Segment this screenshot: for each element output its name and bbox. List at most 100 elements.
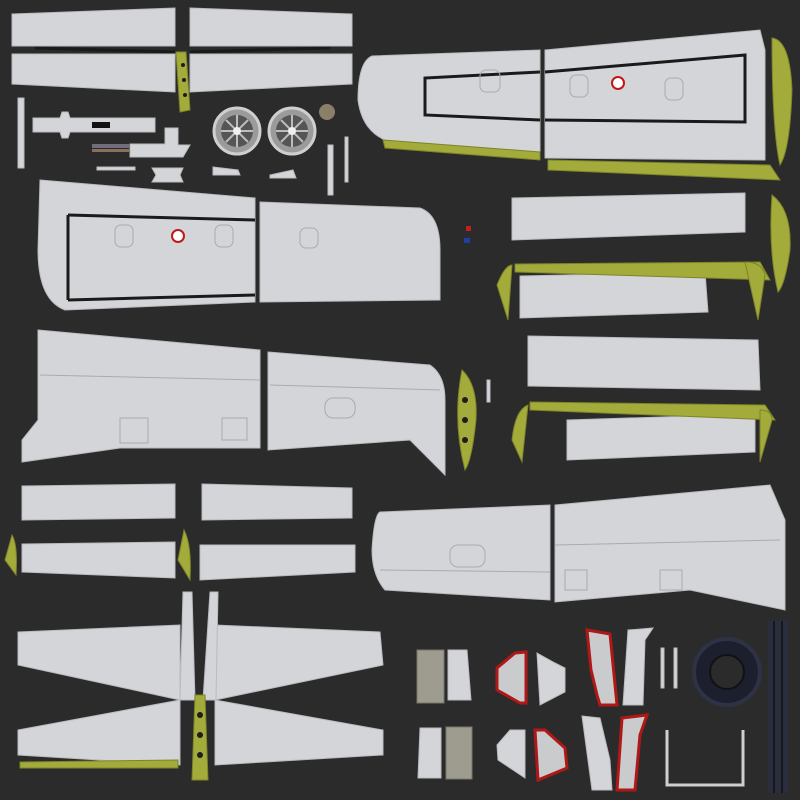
tire <box>692 637 762 707</box>
hole <box>183 93 187 97</box>
green-rib <box>177 528 191 582</box>
gear-strut-panel <box>615 713 650 792</box>
hatch <box>221 417 248 441</box>
cable <box>92 144 130 148</box>
hatch <box>569 74 589 98</box>
fuselage-panel <box>371 484 786 611</box>
hatch <box>449 544 486 568</box>
wheel-hubs <box>212 106 317 156</box>
panel <box>544 29 766 161</box>
wing-lower-panel-a <box>37 179 471 311</box>
hatch <box>214 224 234 248</box>
gear-part <box>319 104 335 120</box>
strip <box>17 97 25 169</box>
gear-bay-panel <box>495 650 528 705</box>
panel-line <box>67 293 256 302</box>
clip-part <box>151 167 184 183</box>
hole <box>197 752 203 758</box>
axle-bracket <box>665 730 745 787</box>
wing-upper-panel-a <box>357 29 793 181</box>
gear-strut-panel <box>585 628 619 707</box>
panel <box>202 591 219 701</box>
hole <box>197 712 203 718</box>
wedge-part <box>269 169 297 179</box>
flap-panels <box>496 192 791 464</box>
panel <box>37 179 256 311</box>
panel <box>214 699 384 766</box>
hatch <box>664 77 684 101</box>
gear-strut-panel <box>581 715 613 791</box>
panel <box>259 201 441 303</box>
hatch <box>324 397 356 419</box>
main-wing-planform <box>17 591 384 781</box>
tire-tread-strip <box>768 621 788 793</box>
panel <box>201 483 353 521</box>
green-rib <box>496 264 513 321</box>
panel-seam <box>39 374 261 381</box>
horizontal-stabilizer-panels <box>11 7 353 113</box>
wheel-hub <box>267 106 317 156</box>
fuel-cap-icon <box>611 76 625 90</box>
panel-line <box>423 70 541 122</box>
green-rib <box>759 409 773 463</box>
rod <box>673 647 678 689</box>
green-spar <box>547 159 781 181</box>
panel-line <box>34 46 176 54</box>
hole <box>462 417 468 423</box>
hatch <box>659 569 683 591</box>
hatch <box>299 227 319 249</box>
fuel-cap-icon <box>171 229 185 243</box>
small-parts-top <box>17 97 349 196</box>
panel <box>511 192 746 241</box>
panel-seam <box>269 384 441 391</box>
gear-strut-panel <box>622 627 654 706</box>
green-rib <box>511 404 529 464</box>
hatch <box>479 69 501 93</box>
wheel-hub <box>212 106 262 156</box>
rod <box>327 144 334 196</box>
hatch <box>119 417 149 444</box>
panel <box>11 7 176 47</box>
hatch <box>114 224 134 248</box>
panel <box>189 7 353 47</box>
panel <box>519 271 709 319</box>
panel <box>21 329 261 463</box>
gear-bay-panel <box>533 728 569 783</box>
panel-seam <box>379 569 551 573</box>
rod <box>344 136 349 183</box>
panel <box>371 504 551 601</box>
panel <box>11 53 176 93</box>
gear-door <box>447 649 472 701</box>
gear-bay-panel <box>496 729 526 779</box>
wing-lower-panel-b <box>21 329 491 477</box>
landing-gear-parts <box>416 621 788 793</box>
wedge-part <box>212 166 241 176</box>
green-rib <box>744 261 766 321</box>
gear-bay-panel <box>536 652 566 706</box>
panel <box>21 541 176 579</box>
panel <box>566 413 756 461</box>
green-rib <box>771 37 793 167</box>
panel-line <box>544 53 747 124</box>
green-rib <box>770 194 791 293</box>
label-plate <box>92 122 110 128</box>
cable <box>92 149 130 152</box>
green-rib <box>4 533 17 577</box>
hole <box>181 63 185 67</box>
panel <box>21 483 176 521</box>
gear-door-inner <box>416 649 445 704</box>
hole <box>462 397 468 403</box>
elevator-panels <box>4 483 356 582</box>
marker <box>464 238 470 243</box>
panel <box>189 53 353 93</box>
panel <box>199 544 356 581</box>
rod <box>660 647 665 689</box>
green-spar <box>382 139 541 161</box>
gear-door <box>417 727 442 779</box>
panel <box>267 351 446 477</box>
panel-line <box>67 213 256 222</box>
panel <box>17 699 181 766</box>
panel-line <box>189 46 331 54</box>
green-spar <box>19 759 179 769</box>
